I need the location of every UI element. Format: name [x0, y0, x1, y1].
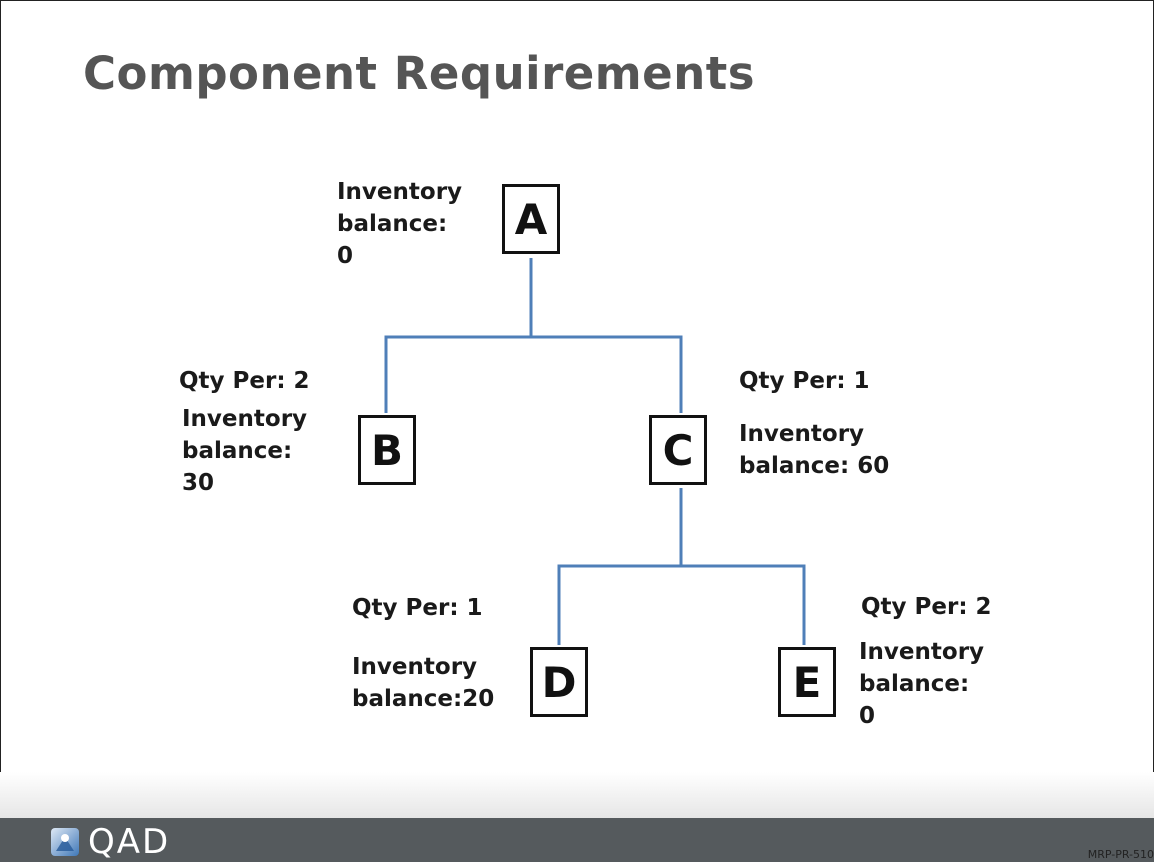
- node-c-inventory-line1: Inventory: [739, 421, 865, 447]
- node-b-inventory-value: 30: [182, 470, 215, 496]
- node-e-inventory-line1: Inventory: [859, 639, 985, 665]
- node-e-inventory-line2: balance:: [859, 671, 970, 697]
- qad-logo-text: QAD: [88, 822, 171, 862]
- node-e: E: [778, 647, 836, 717]
- node-a-inventory-line1: Inventory: [337, 179, 463, 205]
- qad-logo-icon: [51, 828, 79, 856]
- node-b-inventory-label: Inventory balance: 30: [182, 403, 307, 499]
- edge-c-d: [557, 488, 683, 645]
- footer-bar: [0, 818, 1154, 862]
- node-d-inventory-label: Inventory balance:20: [352, 651, 494, 715]
- node-b-inventory-line1: Inventory: [182, 406, 308, 432]
- slide-title: Component Requirements: [83, 47, 756, 100]
- node-d-qty-per: Qty Per: 1: [352, 595, 483, 621]
- node-e-inventory-label: Inventory balance: 0: [859, 636, 984, 732]
- node-a-inventory-label: Inventory balance: 0: [337, 176, 462, 272]
- edge-c-e: [681, 564, 806, 645]
- node-d-letter: D: [541, 657, 577, 707]
- qad-logo: QAD: [50, 822, 170, 862]
- node-b-qty-per: Qty Per: 2: [179, 368, 310, 394]
- node-e-inventory-value: 0: [859, 703, 876, 729]
- node-b: B: [358, 415, 416, 485]
- footer-fade: [0, 772, 1154, 818]
- node-d: D: [530, 647, 588, 717]
- node-a-inventory-line2: balance:: [337, 211, 448, 237]
- node-b-letter: B: [370, 425, 403, 475]
- node-d-inventory-line2: balance:20: [352, 686, 495, 712]
- node-b-inventory-line2: balance:: [182, 438, 293, 464]
- node-c-inventory-line2: balance: 60: [739, 453, 890, 479]
- node-a: A: [502, 184, 560, 254]
- edge-a-b: [384, 258, 533, 413]
- node-c: C: [649, 415, 707, 485]
- edge-a-c: [531, 335, 683, 413]
- node-e-letter: E: [792, 657, 822, 707]
- node-c-qty-per: Qty Per: 1: [739, 368, 870, 394]
- node-d-inventory-line1: Inventory: [352, 654, 478, 680]
- node-c-letter: C: [662, 425, 694, 475]
- node-e-qty-per: Qty Per: 2: [861, 594, 992, 620]
- node-c-inventory-label: Inventory balance: 60: [739, 418, 889, 482]
- node-a-inventory-value: 0: [337, 243, 354, 269]
- node-a-letter: A: [514, 194, 548, 244]
- slide-id: MRP-PR-510: [1087, 848, 1154, 861]
